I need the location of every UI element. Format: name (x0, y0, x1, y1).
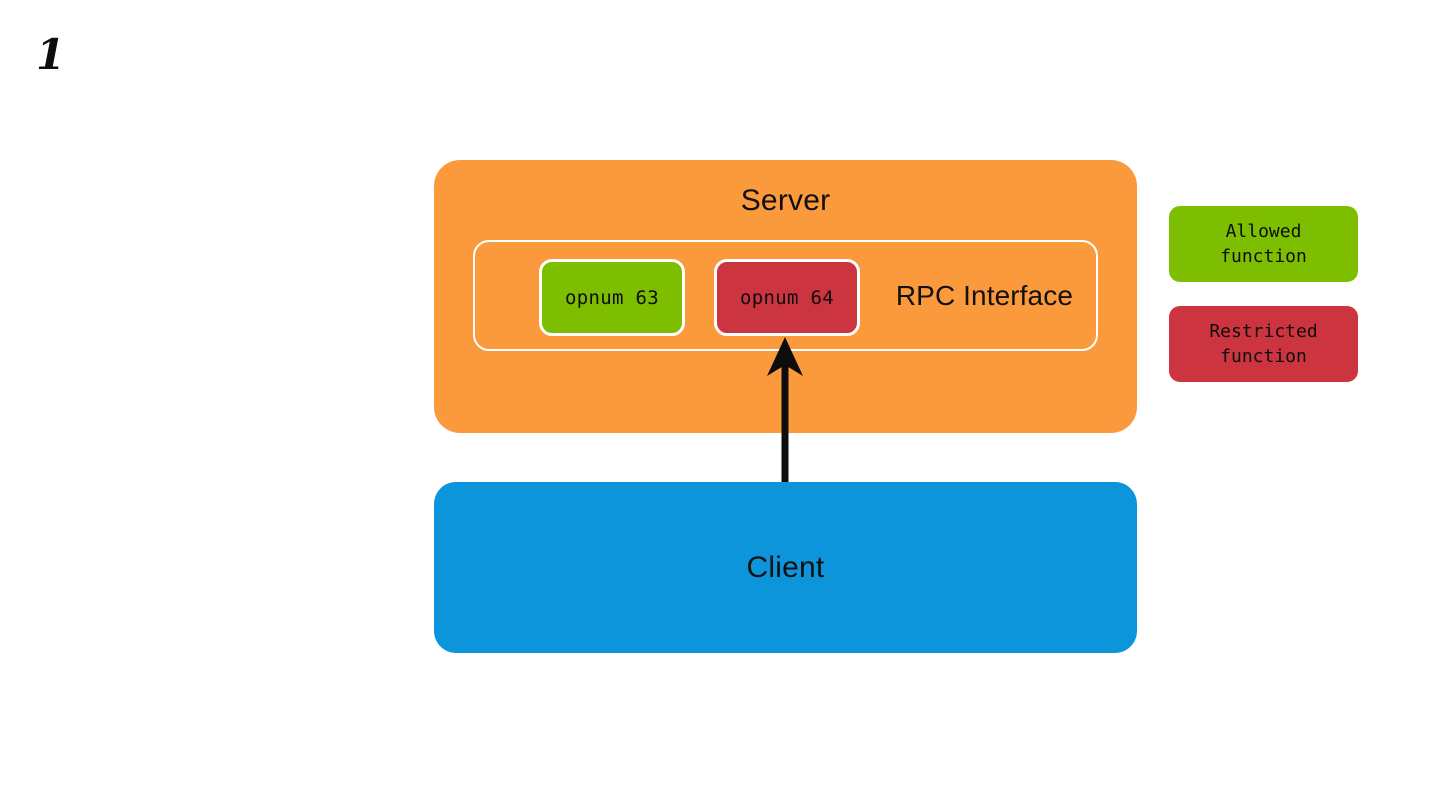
legend-item-restricted: Restricted function (1169, 306, 1358, 382)
legend-restricted-label: Restricted function (1209, 321, 1318, 367)
opnum-63-label: opnum 63 (565, 286, 659, 309)
rpc-interface-label: RPC Interface (895, 279, 1073, 311)
opnum-64-label: opnum 64 (740, 286, 834, 309)
server-box: Server opnum 63 opnum 64 RPC Interface (434, 160, 1137, 433)
client-label: Client (746, 550, 825, 584)
legend-allowed-label: Allowed function (1220, 221, 1307, 267)
slide-number: 1 (36, 30, 66, 79)
server-label: Server (740, 184, 831, 217)
legend: Allowed function Restricted function (1169, 206, 1358, 382)
opnum-63-chip[interactable]: opnum 63 (539, 259, 685, 336)
legend-item-allowed: Allowed function (1169, 206, 1358, 282)
opnum-64-chip[interactable]: opnum 64 (714, 259, 860, 336)
client-box: Client (434, 482, 1137, 653)
rpc-interface-box: opnum 63 opnum 64 RPC Interface (473, 240, 1098, 351)
